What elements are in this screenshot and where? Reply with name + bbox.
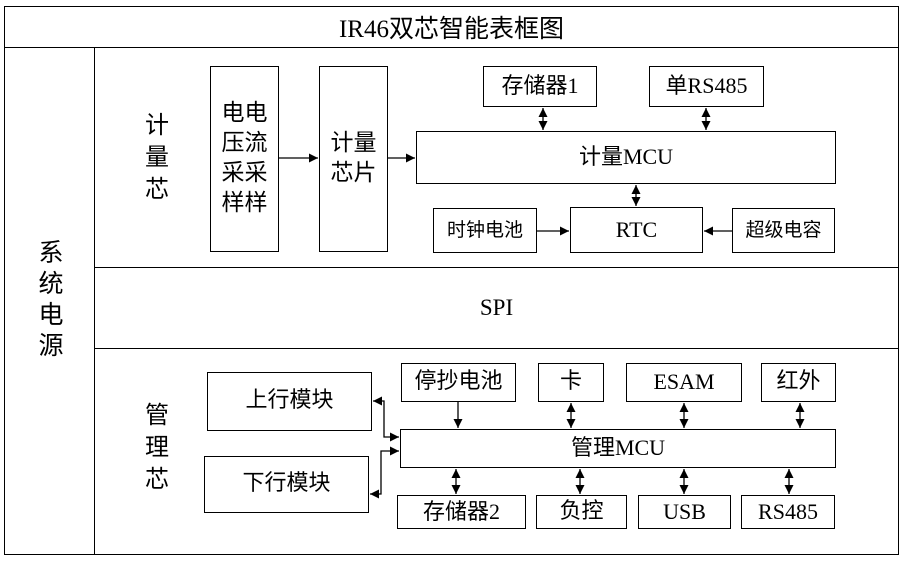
- sampling-line: 采采: [221, 160, 268, 186]
- supercap-block: 超级电容: [732, 208, 835, 253]
- load-control-block: 负控: [536, 495, 627, 529]
- metering-bus-divider: [94, 267, 899, 268]
- diagram-frame: [4, 6, 899, 555]
- spi-bus-label: SPI: [479, 294, 514, 320]
- usb-block: USB: [638, 495, 731, 529]
- power-column-divider: [94, 47, 95, 555]
- metering-chip-line: 计量: [330, 130, 377, 157]
- infrared-block: 红外: [761, 363, 836, 402]
- uplink-module-block: 上行模块: [207, 372, 372, 431]
- metering-chip-block: 计量 芯片: [319, 66, 388, 252]
- title-divider: [4, 47, 899, 48]
- metering-mcu-block: 计量MCU: [416, 131, 836, 184]
- bus-management-divider: [94, 348, 899, 349]
- sampling-line: 电电: [221, 100, 268, 127]
- downlink-module-block: 下行模块: [204, 456, 369, 513]
- rtc-block: RTC: [570, 207, 703, 253]
- sampling-line: 压流: [221, 130, 268, 157]
- memory2-block: 存储器2: [397, 495, 526, 529]
- clock-battery-block: 时钟电池: [433, 208, 537, 253]
- single-rs485-block: 单RS485: [649, 66, 764, 107]
- metering-core-label: 计量芯: [140, 112, 169, 208]
- diagram-title: IR46双芯智能表框图: [338, 15, 564, 43]
- rs485-block: RS485: [741, 495, 835, 529]
- card-block: 卡: [538, 363, 604, 402]
- esam-block: ESAM: [626, 363, 742, 402]
- arrow-downlink-mcu: [370, 446, 399, 499]
- power-column-label: 系统电源: [35, 239, 64, 363]
- arrow-uplink-mcu: [373, 396, 399, 442]
- sampling-line: 样样: [221, 189, 268, 216]
- meter-reading-battery-block: 停抄电池: [401, 363, 516, 402]
- sampling-block: 电电 压流 采采 样样: [210, 66, 279, 252]
- metering-chip-text: 计量 芯片: [331, 129, 377, 189]
- metering-chip-line: 芯片: [330, 160, 377, 186]
- sampling-block-text: 电电 压流 采采 样样: [222, 99, 268, 219]
- memory1-block: 存储器1: [483, 66, 597, 107]
- management-mcu-block: 管理MCU: [400, 429, 836, 468]
- management-core-label: 管理芯: [140, 402, 169, 498]
